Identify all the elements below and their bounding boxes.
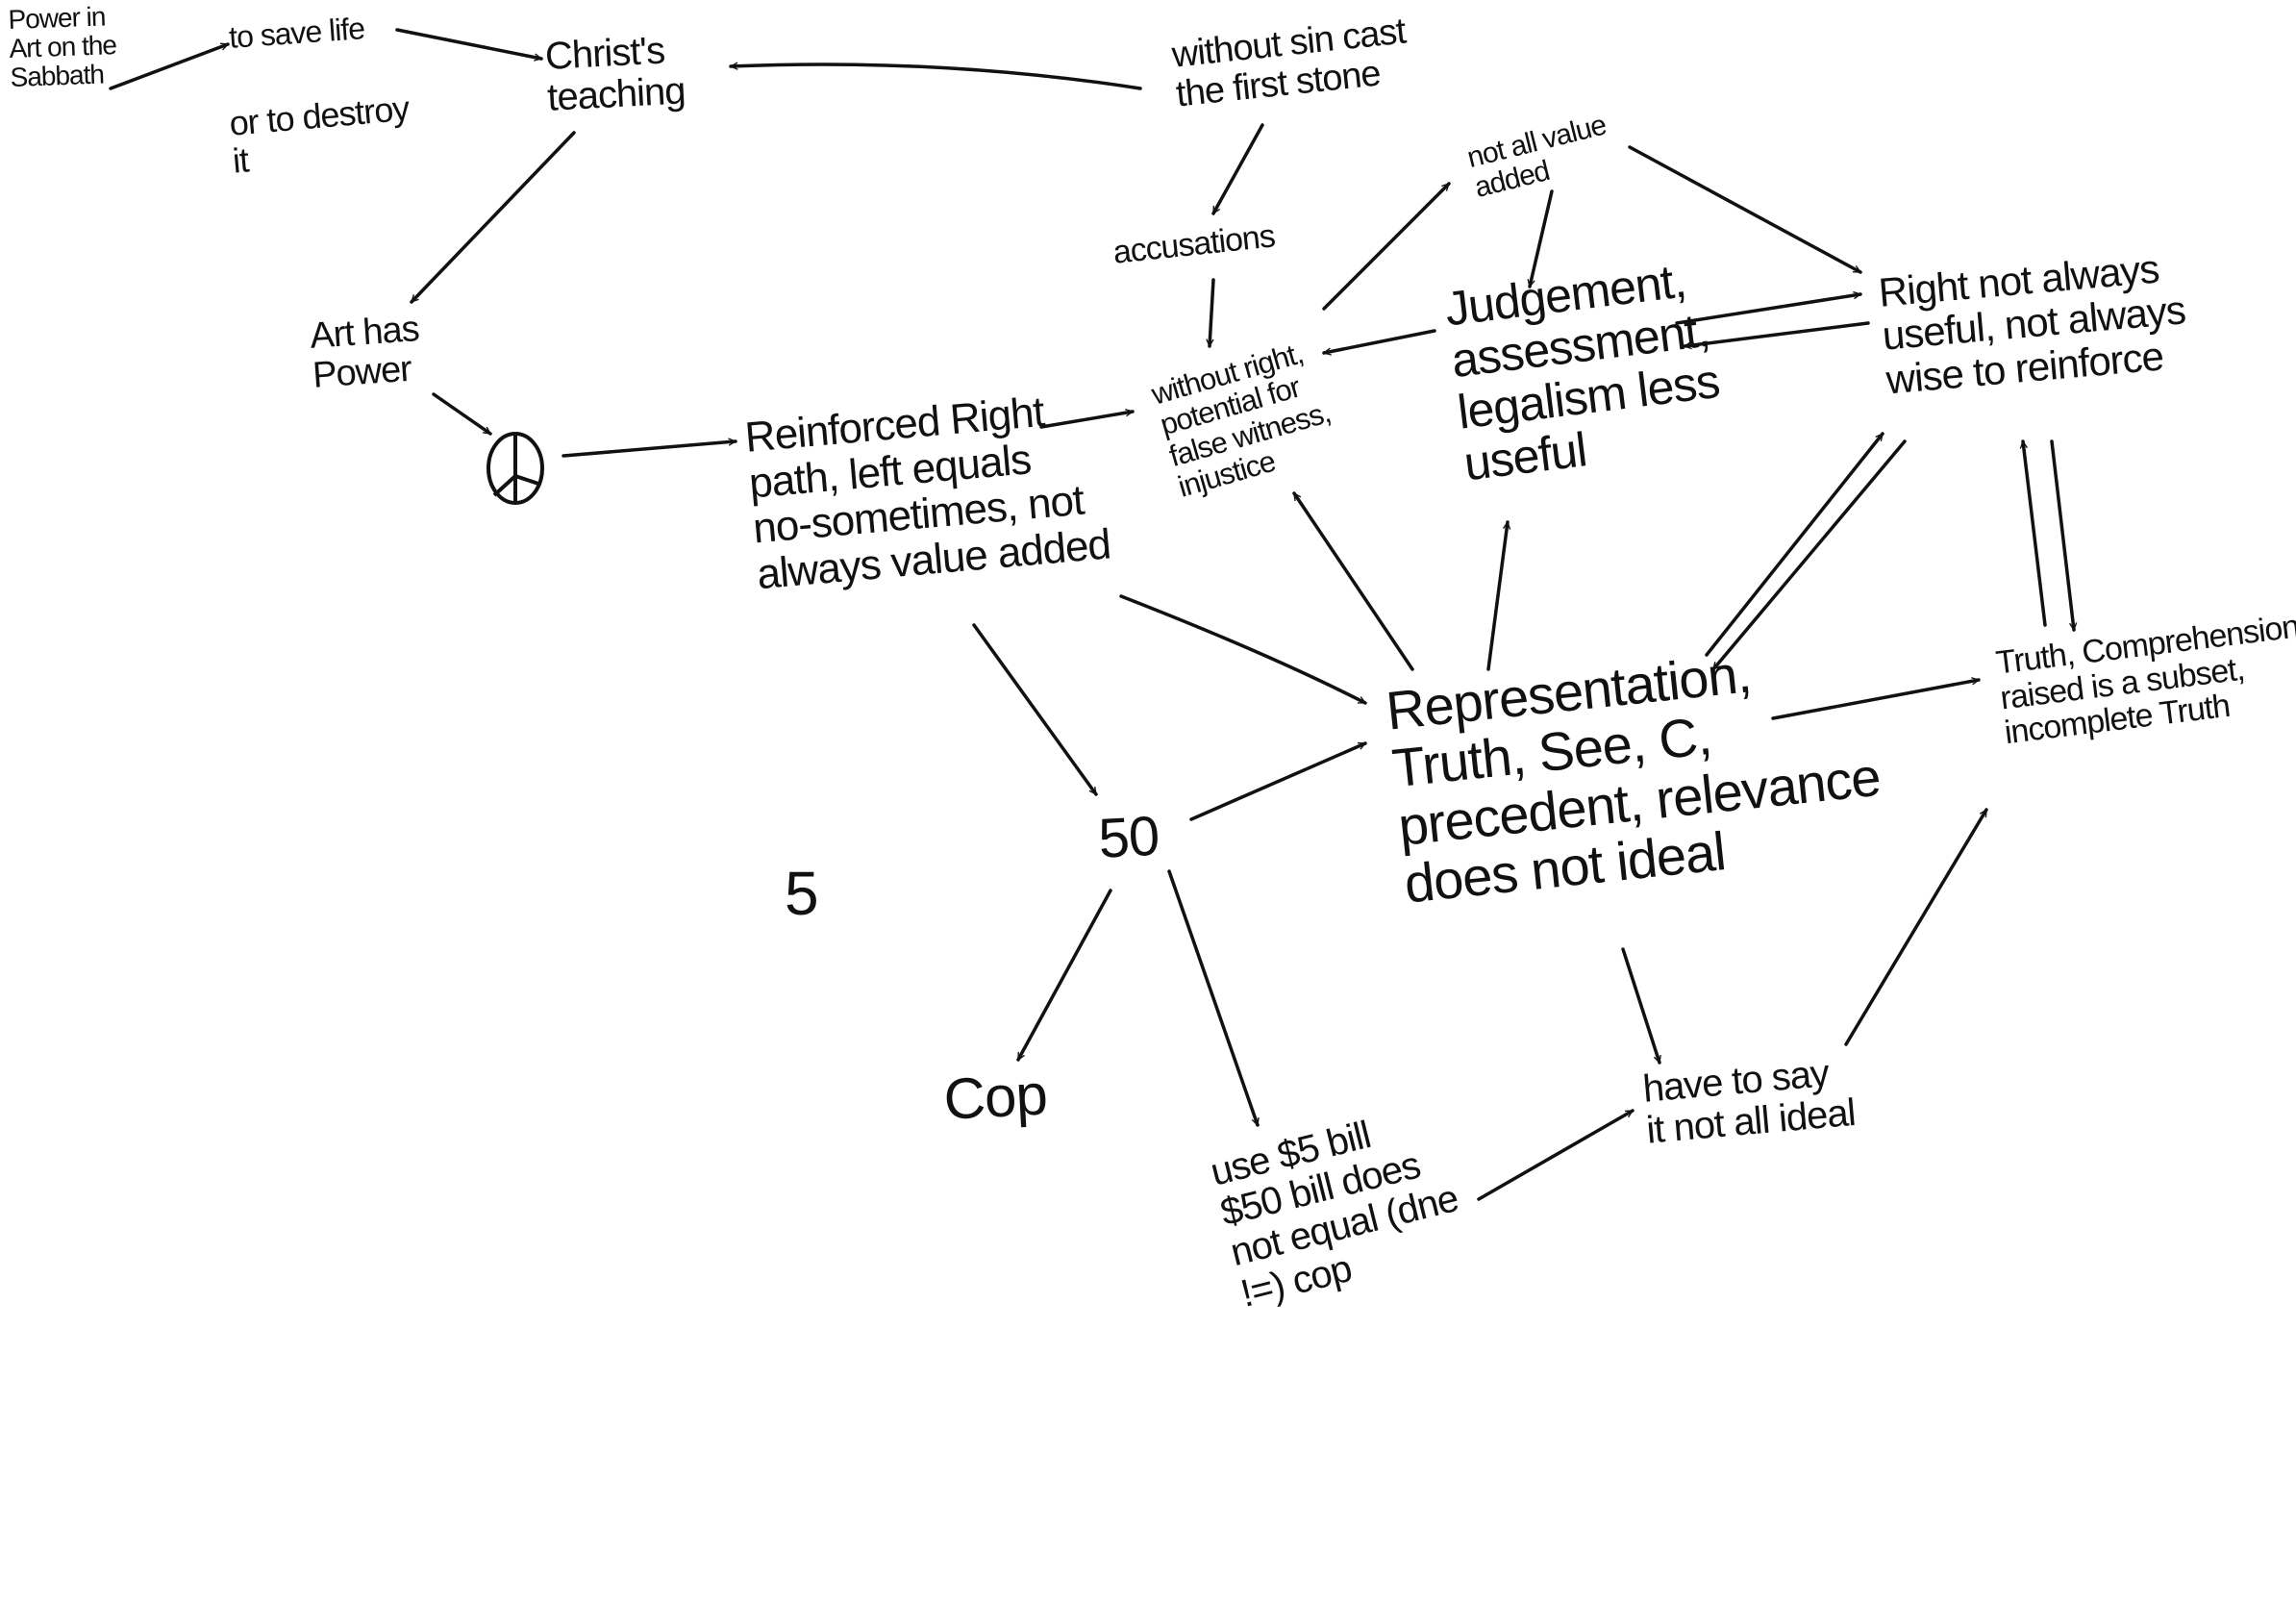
edge-peace-reinforced [562, 441, 737, 458]
node-christs-teaching: Christ's teaching [544, 30, 686, 120]
edge-judgement-right [1675, 294, 1862, 325]
node-art-has-power: Art has Power [309, 309, 423, 396]
edge-representation-havetosay [1621, 947, 1660, 1065]
node-right-not-always-useful: Right not always useful, not always wise… [1877, 244, 2191, 403]
node-line: 5 [785, 859, 819, 928]
edge-sin-accusations [1211, 123, 1264, 215]
edge-representation-truthcomp [1771, 680, 1981, 720]
node-judgement: Judgement, assessment, legalism less use… [1442, 252, 1729, 490]
node-line: Power [311, 348, 413, 396]
node-line: teaching [546, 69, 686, 120]
node-reinforced-right-path: Reinforced Right path, left equals no-so… [743, 385, 1112, 598]
edge-use5-havetosay [1477, 1109, 1635, 1201]
edge-reinforced-representation [1119, 594, 1367, 705]
edge-right-truthcomp [2050, 439, 2074, 632]
edge-christ-arthas [410, 131, 576, 304]
edge-truthcomp-right [2023, 439, 2047, 627]
edge-reinforced-withoutright [1039, 412, 1135, 429]
edge-fifty-representation [1189, 741, 1367, 821]
edge-sin-christ [729, 64, 1142, 90]
edge-right-judgement [1683, 321, 1870, 346]
node-fifty: 50 [1096, 804, 1160, 870]
edge-reinforced-fifty [972, 623, 1098, 796]
edge-representation-judgement [1486, 520, 1508, 671]
node-cop: Cop [941, 1062, 1049, 1132]
edge-sabbath-savelife [109, 42, 230, 90]
edge-fifty-cop [1016, 889, 1112, 1062]
edge-right-representation [1711, 439, 1907, 671]
edge-notall-right [1628, 145, 1862, 274]
edge-judgement-withoutright [1322, 329, 1436, 353]
node-power-in-art-on-sabbath: Power in Art on the Sabbath [8, 1, 118, 93]
edge-accusations-withoutright [1210, 278, 1215, 348]
edge-representation-right [1705, 432, 1884, 657]
edge-power-peace [432, 392, 492, 436]
edge-fifty-use5 [1167, 869, 1260, 1127]
edge-savelife-christ [395, 28, 543, 59]
edge-representation-withoutright [1292, 491, 1414, 671]
edge-havetosay-truthcomp [1844, 808, 1988, 1046]
edge-withoutright-notall [1322, 182, 1451, 311]
edge-notall-judgement [1530, 189, 1554, 288]
peace-symbol-icon [487, 432, 544, 505]
node-line: Sabbath [10, 60, 105, 93]
node-or-to-destroy-it: or to destroy it [228, 88, 413, 181]
node-line: 50 [1096, 804, 1160, 870]
node-five: 5 [785, 859, 819, 928]
node-line: Cop [941, 1062, 1049, 1132]
